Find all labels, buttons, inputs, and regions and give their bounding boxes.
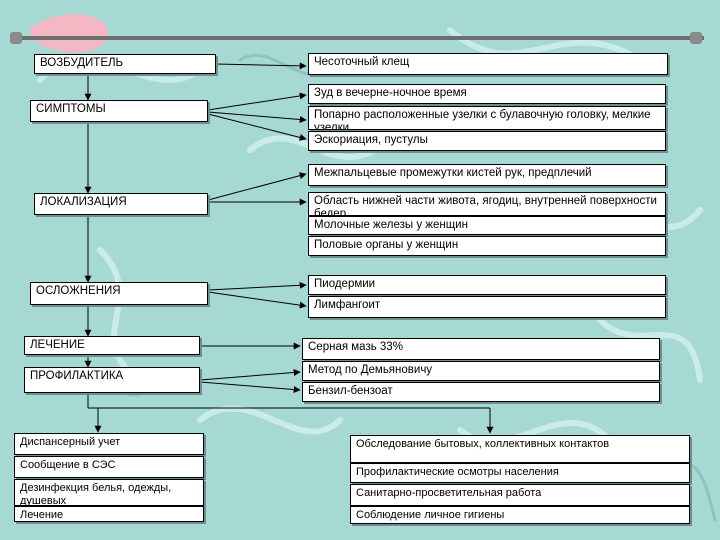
location-label: ЛОКАЛИЗАЦИЯ bbox=[34, 193, 208, 215]
location-item: Молочные железы у женщин bbox=[308, 216, 666, 235]
prevention-label: ПРОФИЛАКТИКА bbox=[24, 367, 200, 393]
location-item: Межпальцевые промежутки кистей рук, пред… bbox=[308, 164, 666, 186]
complications-label: ОСЛОЖНЕНИЯ bbox=[30, 282, 208, 305]
prevention-left-item: Лечение bbox=[14, 506, 204, 522]
prevention-right-item: Санитарно-просветительная работа bbox=[350, 484, 690, 506]
prevention-right-item: Обследование бытовых, коллективных конта… bbox=[350, 435, 690, 463]
pathogen-item: Чесоточный клещ bbox=[308, 53, 668, 75]
prevention-left-item: Дезинфекция белья, одежды, душевых bbox=[14, 479, 204, 506]
treatment-label: ЛЕЧЕНИЕ bbox=[24, 336, 200, 355]
complication-item: Пиодермии bbox=[308, 275, 666, 295]
symptom-item: Эскориация, пустулы bbox=[308, 131, 666, 151]
treatment-item: Серная мазь 33% bbox=[302, 338, 660, 360]
treatment-item: Метод по Демьяновичу bbox=[302, 361, 660, 381]
prevention-right-item: Соблюдение личное гигиены bbox=[350, 506, 690, 524]
complication-item: Лимфангоит bbox=[308, 296, 666, 318]
symptoms-label: СИМПТОМЫ bbox=[30, 100, 208, 122]
symptom-item: Зуд в вечерне-ночное время bbox=[308, 84, 666, 104]
location-item: Область нижней части живота, ягодиц, вну… bbox=[308, 192, 666, 216]
location-item: Половые органы у женщин bbox=[308, 236, 666, 256]
symptom-item: Попарно расположенные узелки с булавочну… bbox=[308, 106, 666, 130]
prevention-left-item: Сообщение в СЭС bbox=[14, 456, 204, 478]
prevention-left-item: Диспансерный учет bbox=[14, 433, 204, 455]
pathogen-label: ВОЗБУДИТЕЛЬ bbox=[34, 54, 216, 74]
treatment-item: Бензил-бензоат bbox=[302, 382, 660, 402]
prevention-right-item: Профилактические осмотры населения bbox=[350, 463, 690, 483]
